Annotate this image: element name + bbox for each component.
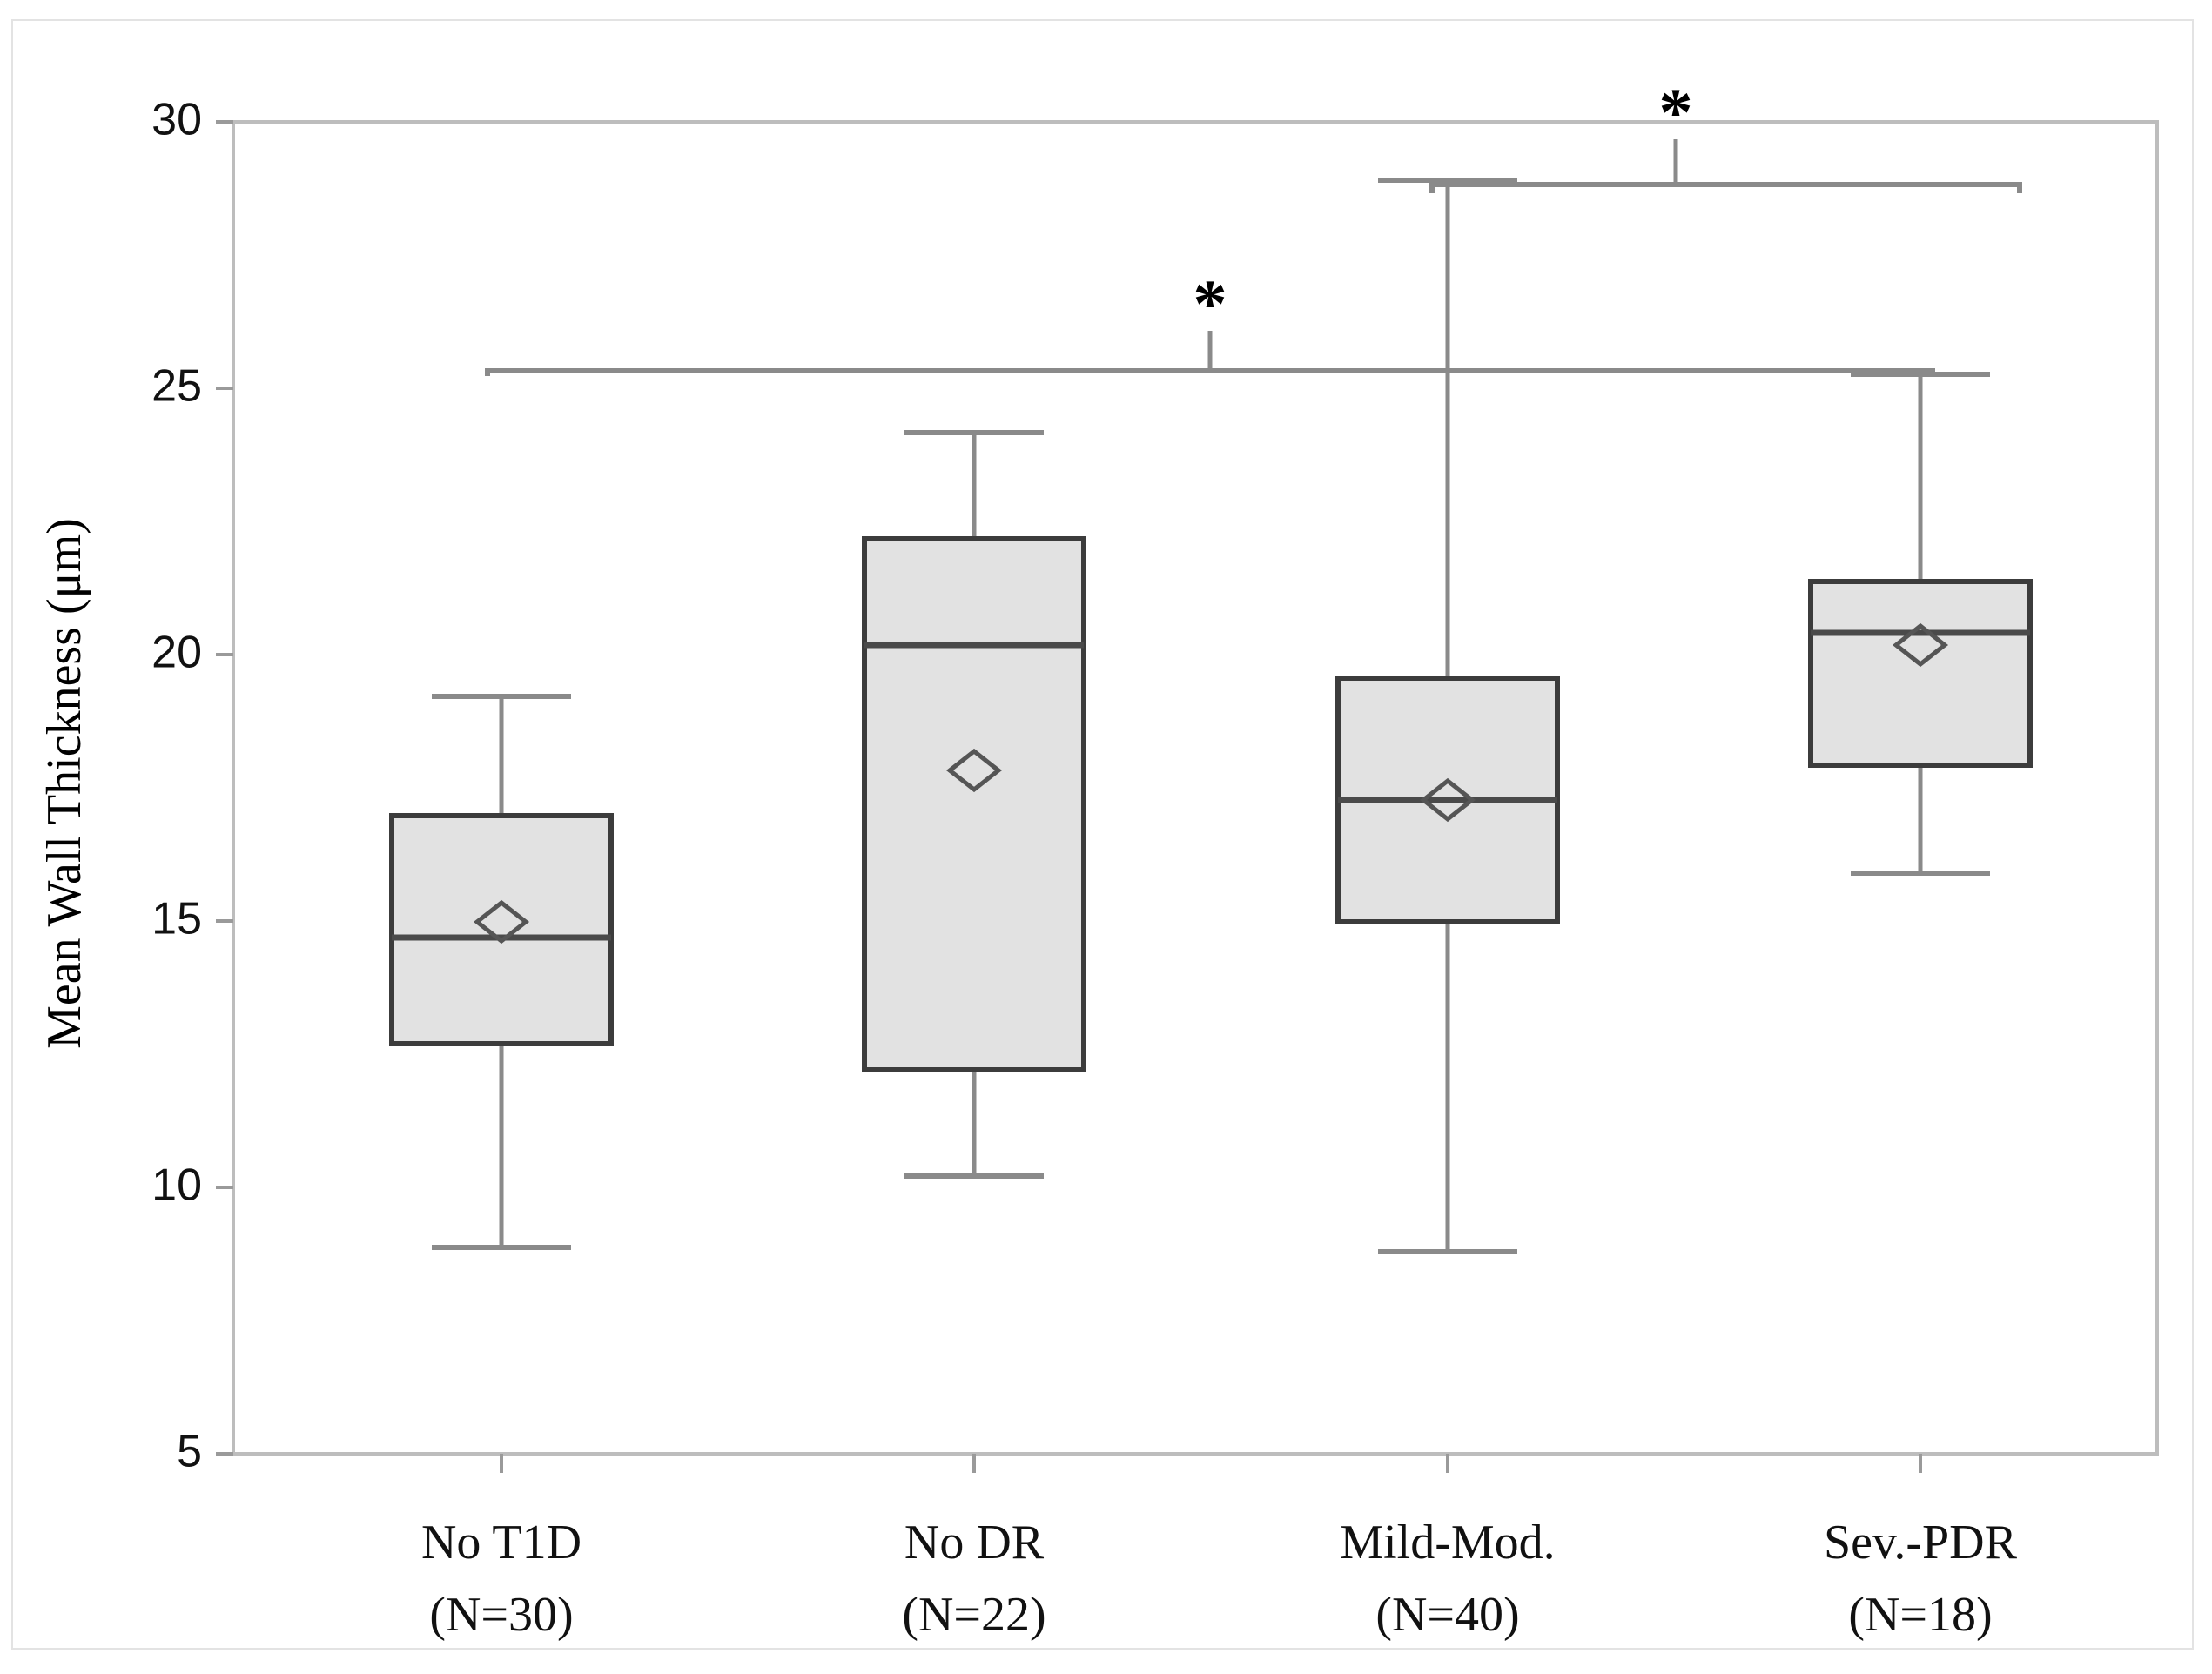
category-label-3-count: (N=18): [1848, 1588, 1992, 1642]
category-label-1-name: No DR: [904, 1516, 1045, 1570]
y-tick-label-20: 20: [151, 628, 202, 678]
box-rect-1[interactable]: [862, 536, 1086, 1072]
category-label-0-count: (N=30): [429, 1588, 573, 1642]
box-plot-group-no-t1d[interactable]: [389, 694, 614, 1250]
x-axis-labels: No T1D (N=30) No DR (N=22) Mild-Mod. (N=…: [421, 1516, 2018, 1642]
y-tick-label-25: 25: [151, 361, 202, 412]
category-label-2-name: Mild-Mod.: [1340, 1516, 1555, 1570]
significance-asterisk-upper: *: [1659, 74, 1693, 150]
y-tick-label-30: 30: [151, 95, 202, 145]
significance-asterisk-lower: *: [1193, 266, 1227, 341]
box-rect-3[interactable]: [1808, 579, 2033, 768]
significance-bracket-mild-mod-sev-pdr: *: [1429, 74, 2022, 193]
x-axis-ticks: [500, 1454, 1922, 1473]
sig-bracket-path-lower: [485, 368, 1935, 376]
mean-marker-2: [1419, 777, 1476, 823]
y-axis-title: Mean Wall Thickness (μm): [37, 518, 91, 1049]
mean-marker-0: [473, 899, 530, 945]
y-tick-label-10: 10: [151, 1160, 202, 1211]
category-label-3-name: Sev.-PDR: [1824, 1516, 2018, 1570]
significance-bracket-no-t1d-sev-pdr: *: [485, 266, 1935, 376]
y-tick-label-15: 15: [151, 894, 202, 945]
box-plot-group-no-dr[interactable]: [862, 430, 1086, 1179]
box-rect-0[interactable]: [389, 813, 614, 1046]
figure-border: [11, 19, 2194, 1650]
box-plot-group-mild-mod[interactable]: [1335, 178, 1560, 1254]
mean-marker-1: [945, 748, 1003, 793]
mean-marker-3: [1892, 622, 1949, 668]
plot-area-border: [232, 120, 2159, 1456]
category-label-2-count: (N=40): [1375, 1588, 1519, 1642]
box-plot-group-sev-pdr[interactable]: [1808, 372, 2033, 876]
sig-bracket-path-upper: [1429, 182, 2022, 193]
category-label-0-name: No T1D: [421, 1516, 582, 1570]
y-tick-label-5: 5: [177, 1427, 202, 1477]
y-axis-ticks: 30 25 20 15 10 5: [151, 95, 233, 1477]
category-label-1-count: (N=22): [902, 1588, 1045, 1642]
